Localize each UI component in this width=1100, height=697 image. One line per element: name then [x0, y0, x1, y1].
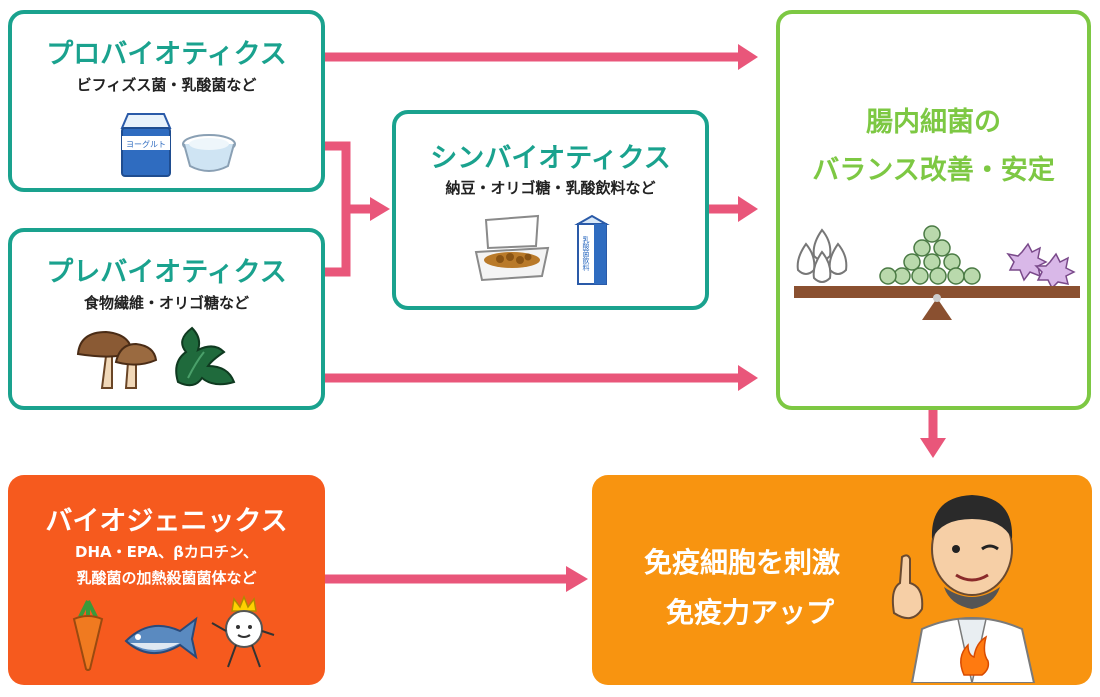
synbiotics-box: シンバイオティクス 納豆・オリゴ糖・乳酸飲料など 乳酸菌飲料	[392, 110, 709, 310]
fish-icon	[124, 616, 198, 660]
prebiotics-box: プレバイオティクス 食物繊維・オリゴ糖など	[8, 228, 325, 410]
arrowhead-probiotics	[738, 44, 758, 70]
biogenics-box: バイオジェニックス DHA・EPA、βカロチン、 乳酸菌の加熱殺菌菌体など	[8, 475, 325, 685]
arrow-merge-bracket	[323, 141, 351, 277]
immune-box: 免疫細胞を刺激 免疫力アップ	[592, 475, 1092, 685]
carrot-icon	[72, 600, 104, 671]
biogenics-subtitle-line1: DHA・EPA、βカロチン、	[75, 543, 258, 561]
seaweed-icon	[175, 326, 236, 387]
natto-pack-icon	[474, 214, 550, 282]
arrowhead-synbiotics	[738, 196, 758, 222]
gut-balance-title-line2: バランス改善・安定	[812, 155, 1055, 186]
gut-balance-title-line1: 腸内細菌の	[866, 107, 1001, 138]
immune-line1: 免疫細胞を刺激	[644, 546, 841, 579]
prebiotics-title: プレバイオティクス	[46, 257, 287, 288]
probiotics-subtitle: ビフィズス菌・乳酸菌など	[76, 76, 257, 94]
prebiotics-subtitle: 食物繊維・オリゴ糖など	[83, 294, 249, 312]
mushroom-icon	[76, 330, 158, 389]
arrowhead-biogenics	[566, 566, 588, 592]
immune-line2: 免疫力アップ	[666, 596, 835, 629]
bacteria-balance-scale-icon	[794, 225, 1080, 320]
synbiotics-subtitle: 納豆・オリゴ糖・乳酸飲料など	[445, 179, 656, 197]
lactic-drink-icon: 乳酸菌飲料	[574, 214, 610, 285]
biogenics-title: バイオジェニックス	[45, 506, 288, 537]
gut-balance-box: 腸内細菌の バランス改善・安定	[776, 10, 1091, 410]
biogenics-subtitle-line2: 乳酸菌の加熱殺菌菌体など	[76, 569, 257, 587]
probiotics-box: プロバイオティクス ビフィズス菌・乳酸菌など ヨーグルト	[8, 10, 325, 192]
doctor-character-icon	[891, 495, 1036, 683]
bacteria-king-icon	[211, 594, 275, 668]
arrowhead-merge	[370, 197, 390, 221]
yogurt-cup-icon	[182, 134, 236, 172]
arrowhead-gut	[920, 438, 946, 458]
yogurt-carton-icon: ヨーグルト	[120, 113, 172, 177]
arrowhead-prebiotics	[738, 365, 758, 391]
lactic-drink-label: 乳酸菌飲料	[582, 235, 590, 272]
yogurt-label: ヨーグルト	[126, 139, 166, 149]
probiotics-title: プロバイオティクス	[46, 39, 287, 70]
synbiotics-title: シンバイオティクス	[430, 143, 671, 174]
